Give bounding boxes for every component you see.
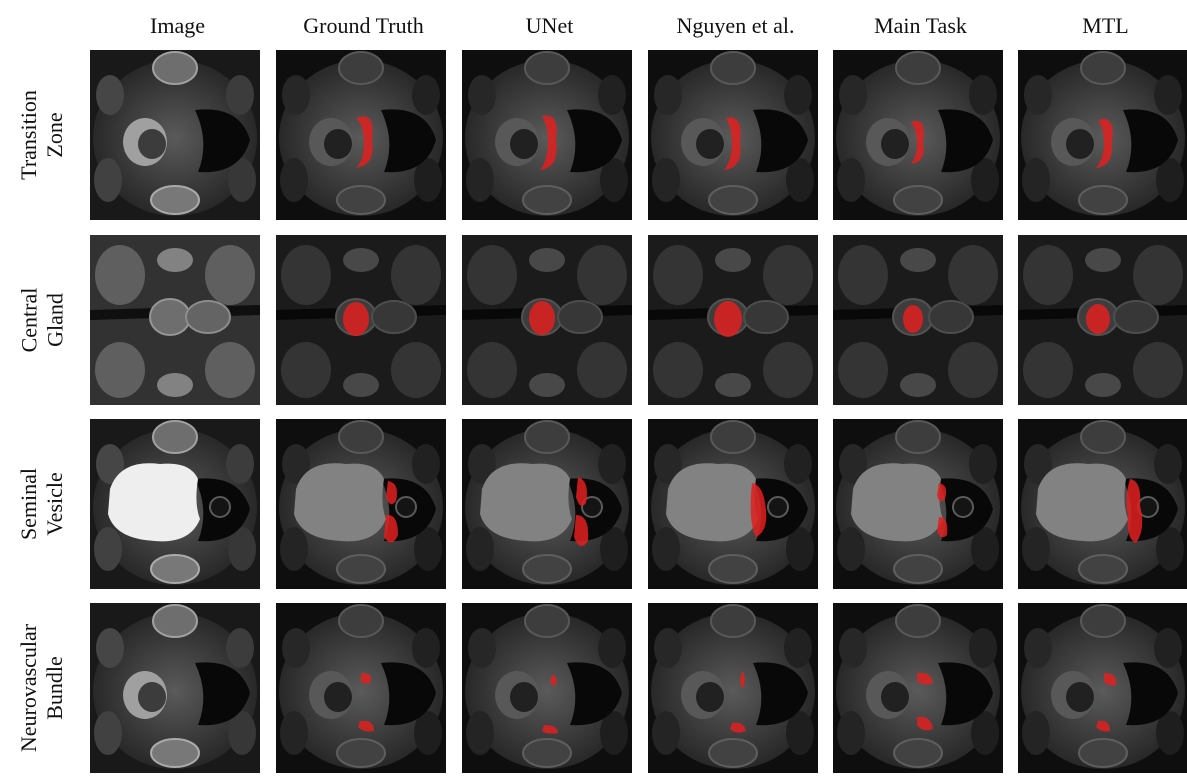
mri-slice-transition-zone-col-2 bbox=[462, 50, 632, 220]
row-label-line2: Bundle bbox=[42, 656, 67, 720]
segmentation-overlay bbox=[540, 115, 557, 170]
segmentation-overlay bbox=[750, 483, 767, 537]
mri-slice-transition-zone-col-0 bbox=[90, 50, 260, 220]
segmentation-overlay bbox=[724, 117, 741, 170]
mri-slice-neurovascular-bundle-col-1 bbox=[276, 603, 446, 773]
segmentation-overlay bbox=[903, 305, 923, 333]
mri-slice-neurovascular-bundle-col-2 bbox=[462, 603, 632, 773]
mri-slice-seminal-vesicle-col-1 bbox=[276, 419, 446, 589]
segmentation-overlay bbox=[730, 671, 746, 733]
column-header-ground-truth: Ground Truth bbox=[303, 13, 424, 38]
row-label-line1: Neurovascular bbox=[16, 623, 41, 753]
mri-slice-central-gland-col-1 bbox=[276, 235, 446, 405]
mri-slice-neurovascular-bundle-col-5 bbox=[1018, 603, 1187, 773]
mri-slice-seminal-vesicle-col-5 bbox=[1018, 419, 1187, 589]
column-header-unet: UNet bbox=[525, 13, 574, 38]
segmentation-overlay bbox=[358, 673, 374, 732]
segmentation-overlay bbox=[1096, 118, 1113, 168]
segmentation-overlay bbox=[529, 301, 555, 335]
segmentation-overlay bbox=[574, 477, 589, 547]
row-label-line1: Central bbox=[15, 287, 41, 353]
mri-slice-central-gland-col-0 bbox=[90, 235, 260, 405]
segmentation-overlay bbox=[542, 675, 558, 734]
column-header-nguyen: Nguyen et al. bbox=[676, 13, 795, 38]
mri-slice-neurovascular-bundle-col-0 bbox=[90, 603, 260, 773]
column-header-mtl: MTL bbox=[1082, 13, 1129, 38]
mri-slice-transition-zone-col-4 bbox=[833, 50, 1003, 220]
mri-slice-transition-zone-col-1 bbox=[276, 50, 446, 220]
segmentation-overlay bbox=[384, 481, 398, 543]
segmentation-overlay bbox=[937, 483, 948, 538]
mri-slice-central-gland-col-2 bbox=[462, 235, 632, 405]
segmentation-overlay bbox=[356, 116, 373, 168]
mri-slice-seminal-vesicle-col-3 bbox=[648, 419, 818, 589]
row-label-line2: Zone bbox=[42, 112, 67, 158]
segmentation-overlay bbox=[1126, 479, 1143, 543]
column-header-image: Image bbox=[150, 13, 205, 38]
mri-slice-central-gland-col-3 bbox=[648, 235, 818, 405]
mri-slice-seminal-vesicle-col-0 bbox=[90, 419, 260, 589]
column-header-main-task: Main Task bbox=[874, 13, 967, 38]
mri-slice-seminal-vesicle-col-2 bbox=[462, 419, 632, 589]
mri-slice-central-gland-col-5 bbox=[1018, 235, 1187, 405]
mri-slice-neurovascular-bundle-col-4 bbox=[833, 603, 1003, 773]
segmentation-overlay bbox=[911, 120, 924, 164]
row-label-line2: Vesicle bbox=[42, 472, 68, 536]
segmentation-overlay bbox=[714, 301, 742, 337]
mri-slice-central-gland-col-4 bbox=[833, 235, 1003, 405]
row-label-line2: Gland bbox=[41, 293, 67, 347]
mri-slice-transition-zone-col-3 bbox=[648, 50, 818, 220]
segmentation-overlay bbox=[917, 672, 933, 731]
segmentation-overlay bbox=[343, 302, 369, 336]
mri-slice-seminal-vesicle-col-4 bbox=[833, 419, 1003, 589]
mri-slice-neurovascular-bundle-col-3 bbox=[648, 603, 818, 773]
segmentation-overlay bbox=[1086, 304, 1110, 334]
segmentation-overlay bbox=[1096, 673, 1117, 732]
mri-slice-transition-zone-col-5 bbox=[1018, 50, 1187, 220]
row-label-line1: Seminal bbox=[16, 467, 42, 541]
row-label-line1: Transition bbox=[16, 90, 41, 180]
